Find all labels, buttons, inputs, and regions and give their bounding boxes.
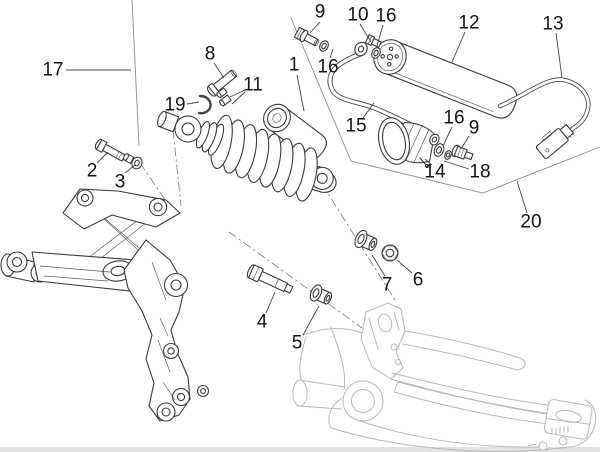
callout-16b-washer-left[interactable]: 16 [317,57,338,78]
retaining-clip-19 [197,94,212,115]
bracket-upper-eye [148,197,168,217]
callout-leader-6 [396,259,413,274]
bolt-8 [206,69,238,97]
callout-14-adjuster-knob[interactable]: 14 [424,162,446,183]
callout-leader-16b [329,48,334,59]
callout-7-upper-bushing[interactable]: 7 [382,275,393,296]
callout-leader-3 [124,164,136,174]
page-bottom-strip [0,447,600,452]
shock-spring [210,114,318,202]
callout-16a-washer-top[interactable]: 16 [375,6,396,27]
callout-17-frame-boundary[interactable]: 17 [42,60,63,81]
callout-11-grub-screws[interactable]: 11 [243,75,263,96]
callout-leader-9a [309,21,321,34]
callout-leader-12 [451,31,466,63]
grub-screw-11b [219,94,232,107]
callout-18-locknut[interactable]: 18 [469,162,490,183]
callout-13-connector-cable[interactable]: 13 [542,14,563,35]
callout-leader-15 [362,102,375,119]
callout-leader-2 [96,151,109,164]
callout-leader-16a [376,24,384,47]
callout-9a-reservoir-bolt[interactable]: 9 [315,2,326,23]
bolt-9-top [293,26,319,47]
grub-screw-11a [216,87,228,99]
callout-1-shock-absorber[interactable]: 1 [289,55,300,76]
bolt-2 [94,138,126,162]
boundary-lines [131,0,600,194]
callout-leader-9b [460,135,470,150]
swingarm-pivot-boss [342,380,384,422]
callout-leader-5 [302,305,320,336]
centerlines [139,129,396,329]
callout-leader-13 [555,32,563,79]
callout-15-reservoir-hose[interactable]: 15 [345,116,366,137]
hose-banjo-fitting [354,41,368,57]
bolt-4 [246,264,294,294]
spacer-18 [444,150,452,160]
shock-absorber [156,110,337,202]
callout-leader-4 [265,291,276,314]
callout-4-lower-mount-bolt[interactable]: 4 [257,312,268,333]
callout-leader-18 [443,160,470,170]
swingarm-axle-end [543,399,593,440]
callout-leader-16c [442,126,453,147]
callout-leader-10 [359,23,372,43]
washer-16-right [433,143,445,157]
callout-16c-washer-right[interactable]: 16 [443,108,464,129]
remote-adjuster [377,117,440,169]
callout-20-kit-boundary[interactable]: 20 [520,212,541,233]
callout-leader-11 [231,91,246,105]
connector-cable [497,77,591,136]
callout-8-clamp-bolt[interactable]: 8 [205,44,216,65]
callout-6-lower-mount-nut[interactable]: 6 [413,270,424,291]
swingarm [292,302,597,452]
bushing-7 [354,229,378,251]
callout-19-retaining-clip[interactable]: 19 [164,95,185,116]
callout-leader-7 [371,254,386,277]
callout-10-banjo-bolt[interactable]: 10 [347,5,368,26]
gas-reservoir [373,39,518,119]
washer-16-left [319,40,329,52]
callout-2-upper-mount-bolt[interactable]: 2 [87,161,98,182]
banjo-bolt-10 [364,34,382,48]
callout-3-upper-mount-washer[interactable]: 3 [115,172,126,193]
callout-5-lower-bushing[interactable]: 5 [292,333,303,354]
callout-leader-11 [229,89,246,98]
shock-top-eyelet [156,110,202,143]
callout-leader-8 [213,62,225,79]
bolt-9-right [451,144,474,161]
callout-leader-14 [424,158,433,166]
washer-16-top [371,47,381,59]
spacer-2 [123,153,135,165]
callout-leader-19 [186,101,200,105]
cable-connector-plug [535,123,575,160]
callout-leader-1 [296,74,305,112]
callout-9b-bracket-bolt[interactable]: 9 [469,118,480,139]
nut-6 [381,244,399,262]
frame-boundary-line [131,0,140,147]
bushing-5 [309,284,333,305]
frame-bracket [0,188,210,422]
spring-preload-collars [195,121,225,156]
callout-12-gas-reservoir[interactable]: 12 [458,13,479,34]
callout-leader-20 [516,180,528,214]
kit-boundary-line [290,17,600,194]
